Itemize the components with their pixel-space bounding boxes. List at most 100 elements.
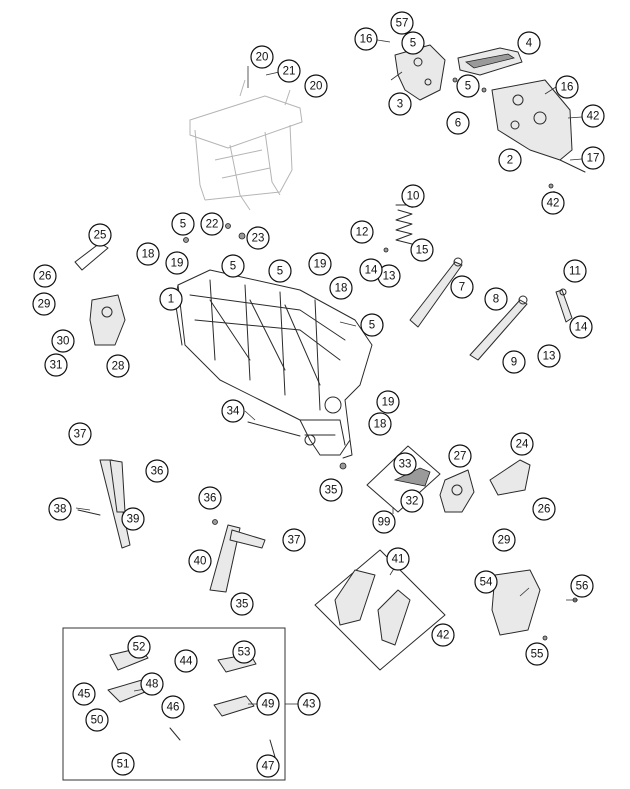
callout-circle [474, 570, 498, 594]
spring-10 [395, 204, 415, 245]
callout-number: 56 [576, 581, 589, 593]
callout-circle [136, 242, 160, 266]
callout-number: 23 [252, 233, 265, 245]
callout-circle [256, 754, 280, 778]
callout-number: 5 [180, 219, 186, 231]
callout-circle [268, 259, 292, 283]
callout-number: 49 [262, 699, 275, 711]
side-stands [99, 459, 266, 593]
callout-54: 54 [474, 570, 498, 594]
callout-number: 6 [455, 118, 461, 130]
callout-circle [376, 390, 400, 414]
callout-12: 12 [350, 220, 374, 244]
callout-number: 32 [406, 496, 419, 508]
callout-39: 39 [121, 507, 145, 531]
callout-circle [51, 329, 75, 353]
callout-number: 1 [168, 294, 174, 306]
bracket-3 [394, 44, 446, 101]
callout-number: 18 [142, 249, 155, 261]
callout-circle [161, 695, 185, 719]
callout-number: 36 [151, 466, 164, 478]
part-illustrations [62, 44, 586, 781]
callout-circle [431, 623, 455, 647]
callout-circle [174, 649, 198, 673]
callout-42: 42 [541, 191, 565, 215]
callout-number: 12 [356, 227, 369, 239]
callout-5: 5 [401, 31, 425, 55]
callout-circle [360, 313, 384, 337]
callout-circle [329, 276, 353, 300]
callout-circle [297, 692, 321, 716]
callout-circle [246, 226, 270, 250]
callout-number: 26 [39, 271, 52, 283]
callout-number: 54 [480, 577, 493, 589]
callout-99: 99 [372, 510, 396, 534]
callout-number: 44 [180, 656, 193, 668]
callout-number: 36 [204, 493, 217, 505]
callout-number: 47 [262, 761, 275, 773]
callout-number: 2 [507, 155, 513, 167]
callout-33: 33 [393, 452, 417, 476]
callout-circle [221, 399, 245, 423]
callout-circle [368, 412, 392, 436]
callout-19: 19 [165, 251, 189, 275]
callout-circle [250, 45, 274, 69]
callout-number: 42 [547, 198, 560, 210]
callout-29: 29 [32, 292, 56, 316]
callout-17: 17 [581, 146, 605, 170]
callout-3: 3 [388, 92, 412, 116]
callout-number: 16 [360, 34, 373, 46]
callout-52: 52 [127, 635, 151, 659]
callout-number: 53 [238, 647, 251, 659]
callout-circle [68, 422, 92, 446]
callout-circle [502, 350, 526, 374]
main-frame [174, 269, 373, 459]
callout-circle [232, 640, 256, 664]
callout-35: 35 [319, 478, 343, 502]
callout-circle [484, 287, 508, 311]
callout-number: 30 [57, 336, 70, 348]
callout-circle [85, 708, 109, 732]
callout-50: 50 [85, 708, 109, 732]
callout-number: 22 [206, 219, 219, 231]
callout-32: 32 [400, 489, 424, 513]
callout-circle [106, 354, 130, 378]
callout-number: 45 [78, 689, 91, 701]
callout-number: 21 [283, 66, 296, 78]
callout-circle [492, 528, 516, 552]
cover-54 [491, 569, 541, 636]
callout-number: 11 [569, 266, 581, 278]
callout-circle [498, 148, 522, 172]
callout-5: 5 [360, 313, 384, 337]
callout-20: 20 [304, 74, 328, 98]
callout-number: 7 [459, 282, 465, 294]
callout-36: 36 [145, 459, 169, 483]
callout-circle [44, 353, 68, 377]
callout-35: 35 [230, 592, 254, 616]
callout-44: 44 [174, 649, 198, 673]
callout-number: 19 [171, 258, 184, 270]
callout-number: 31 [50, 360, 63, 372]
callout-circle [230, 592, 254, 616]
callout-21: 21 [277, 59, 301, 83]
callout-circle [33, 264, 57, 288]
callout-number: 41 [392, 554, 405, 566]
callout-14: 14 [359, 258, 383, 282]
callout-15: 15 [410, 238, 434, 262]
callout-1: 1 [159, 287, 183, 311]
callout-number: 19 [382, 397, 395, 409]
callout-number: 5 [277, 266, 283, 278]
callout-47: 47 [256, 754, 280, 778]
callout-number: 37 [74, 429, 87, 441]
callout-6: 6 [446, 111, 470, 135]
callout-57: 57 [390, 11, 414, 35]
callout-55: 55 [525, 642, 549, 666]
callout-number: 5 [230, 261, 236, 273]
callout-circle [282, 528, 306, 552]
callout-18: 18 [329, 276, 353, 300]
callout-number: 9 [511, 357, 517, 369]
callout-7: 7 [450, 275, 474, 299]
callout-circle [541, 191, 565, 215]
callout-number: 4 [526, 38, 533, 50]
